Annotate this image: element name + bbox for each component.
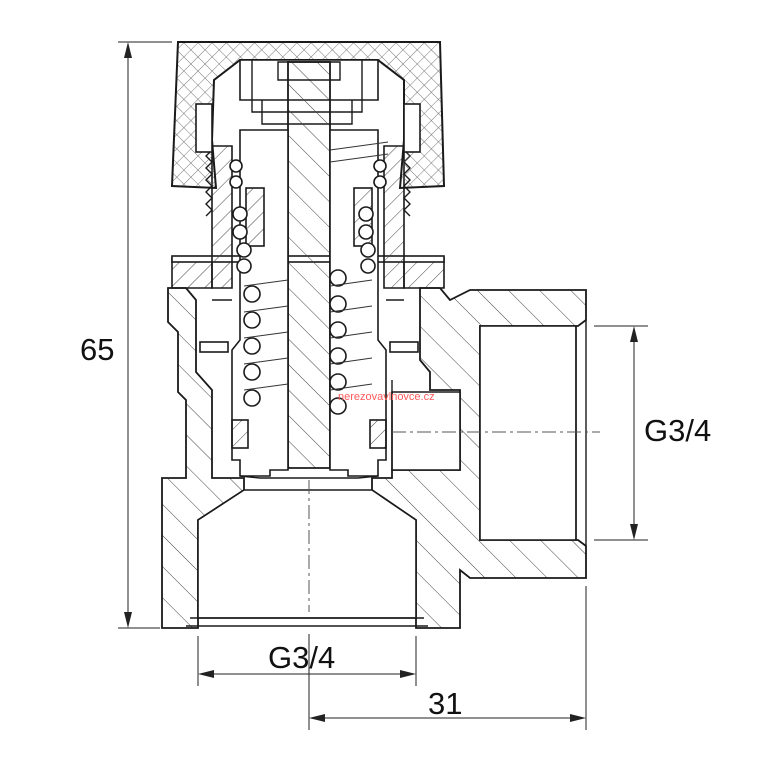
spring-upper-left bbox=[229, 159, 252, 274]
spring-lower-left bbox=[243, 285, 261, 407]
dimension-offset bbox=[308, 586, 587, 730]
dimension-side-port-label: G3/4 bbox=[644, 413, 711, 448]
spring-upper-right bbox=[358, 159, 387, 274]
spring-lower-right bbox=[329, 269, 347, 415]
dimension-offset-label: 31 bbox=[428, 686, 462, 721]
spring-wire-lines bbox=[243, 141, 389, 391]
dimension-bottom-port bbox=[197, 636, 417, 686]
dimension-side-port bbox=[594, 325, 648, 541]
valve-body bbox=[161, 287, 587, 629]
dimension-height-label: 65 bbox=[80, 332, 114, 367]
bonnet bbox=[171, 145, 445, 289]
dimension-height bbox=[118, 41, 172, 629]
watermark-text: nerezovavlnovce.cz bbox=[338, 391, 435, 403]
dimension-bottom-port-label: G3/4 bbox=[268, 640, 335, 675]
